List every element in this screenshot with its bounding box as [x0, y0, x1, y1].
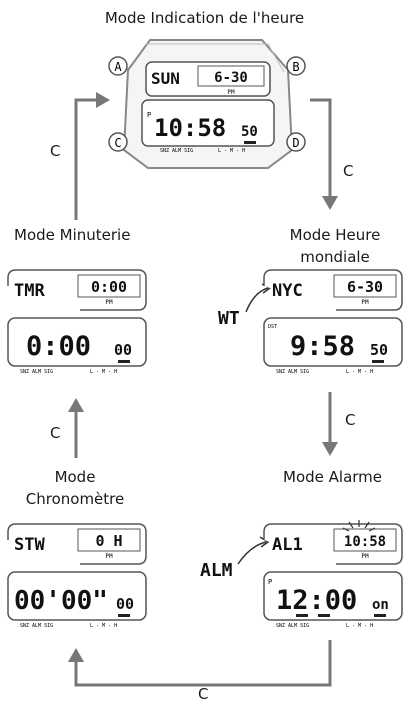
stopwatch-mode-label-line1: Mode [54, 468, 96, 486]
arrow-c-label-left: C [50, 424, 61, 442]
stopwatch-main: 00'00" [14, 586, 108, 616]
button-d[interactable]: D [286, 132, 306, 152]
arrow-stopwatch-to-timer [68, 398, 84, 458]
timer-top-right: 0:00 [91, 278, 127, 296]
timekeeping-time: 10:58 [154, 114, 226, 142]
alarm-footer-left: SNZ ALM SIG [276, 623, 309, 629]
timekeeping-p-mark: P [147, 111, 151, 119]
flash-indicator-icon [342, 520, 376, 532]
timekeeping-footer-right: L - M - H [218, 148, 245, 154]
alarm-on: on [372, 597, 389, 613]
alarm-p-mark: P [268, 578, 272, 586]
button-c[interactable]: C [108, 132, 128, 152]
timer-footer-right: L - M - H [90, 369, 117, 375]
alarm-set-time: 10:58 [344, 534, 386, 550]
stopwatch-pm: PM [105, 553, 113, 560]
alarm-pm: PM [361, 553, 369, 560]
timekeeping-date: 6-30 [214, 70, 248, 86]
arrow-c-label-right: C [345, 411, 356, 429]
stopwatch-footer-left: SNZ ALM SIG [20, 623, 53, 629]
lcd-timer: TMR 0:00 PM 0:00 00 SNZ ALM SIG L - M - … [7, 269, 147, 375]
arrow-c-label-top-right: C [343, 162, 354, 180]
timekeeping-seconds: 50 [241, 124, 258, 140]
timekeeping-day: SUN [151, 69, 180, 88]
world-time-footer-right: L - M - H [346, 369, 373, 375]
world-time-callout: WT [218, 308, 240, 329]
arrow-c-label-bottom: C [198, 685, 209, 703]
watch-case-timekeeping: A B C D SUN 6-30 PM P 10:58 5 [108, 39, 306, 169]
stopwatch-mode-label-line2: Chronomètre [25, 490, 125, 508]
world-time-mode-label-line1: Mode Heure [289, 226, 381, 244]
stopwatch-footer-right: L - M - H [90, 623, 117, 629]
arrow-c-label-top-left: C [50, 142, 61, 160]
button-b-label: B [292, 60, 299, 74]
timekeeping-footer-left: SNZ ALM SIG [160, 148, 193, 154]
timekeeping-pm: PM [227, 89, 235, 96]
lcd-alarm: ALM AL1 10:58 PM P 12:00 on SNZ ALM [200, 520, 403, 629]
world-time-footer-left: SNZ ALM SIG [276, 369, 309, 375]
stopwatch-seconds: 00 [116, 595, 134, 613]
arrow-timer-to-timekeeping [74, 92, 110, 220]
arrow-alarm-to-stopwatch [68, 640, 332, 687]
stopwatch-top-left: STW [14, 535, 45, 555]
alarm-mode-label: Mode Alarme [283, 468, 383, 486]
timer-main: 0:00 [26, 331, 91, 362]
world-time-mode-label-line2: mondiale [300, 248, 370, 266]
world-time-main: 9:58 [290, 331, 355, 362]
world-time-pm: PM [361, 299, 369, 306]
timer-mode-label: Mode Minuterie [14, 226, 131, 244]
timer-seconds: 00 [114, 341, 132, 359]
stopwatch-top-right: 0 H [95, 532, 122, 550]
world-time-date: 6-30 [347, 278, 383, 296]
arrow-worldtime-to-alarm [322, 392, 338, 456]
button-a-label: A [114, 60, 122, 74]
alarm-main: 12:00 [276, 585, 357, 616]
timekeeping-mode-label: Mode Indication de l'heure [104, 9, 305, 27]
lcd-world-time: WT NYC 6-30 PM DST 9:58 50 SNZ ALM SIG L… [218, 269, 403, 375]
button-d-label: D [292, 136, 299, 150]
timer-footer-left: SNZ ALM SIG [20, 369, 53, 375]
alarm-callout: ALM [200, 560, 233, 581]
button-a[interactable]: A [108, 56, 128, 76]
world-time-city: NYC [272, 281, 303, 301]
arrow-timekeeping-to-worldtime [310, 98, 338, 210]
alarm-footer-right: L - M - H [346, 623, 373, 629]
world-time-seconds: 50 [370, 341, 388, 359]
button-b[interactable]: B [286, 56, 306, 76]
world-time-dst: DST [268, 324, 277, 330]
timer-pm: PM [105, 299, 113, 306]
alarm-number: AL1 [272, 535, 303, 555]
lcd-stopwatch: STW 0 H PM 00'00" 00 SNZ ALM SIG L - M -… [7, 523, 147, 629]
button-c-label: C [114, 136, 121, 150]
timer-top-left: TMR [14, 281, 45, 301]
